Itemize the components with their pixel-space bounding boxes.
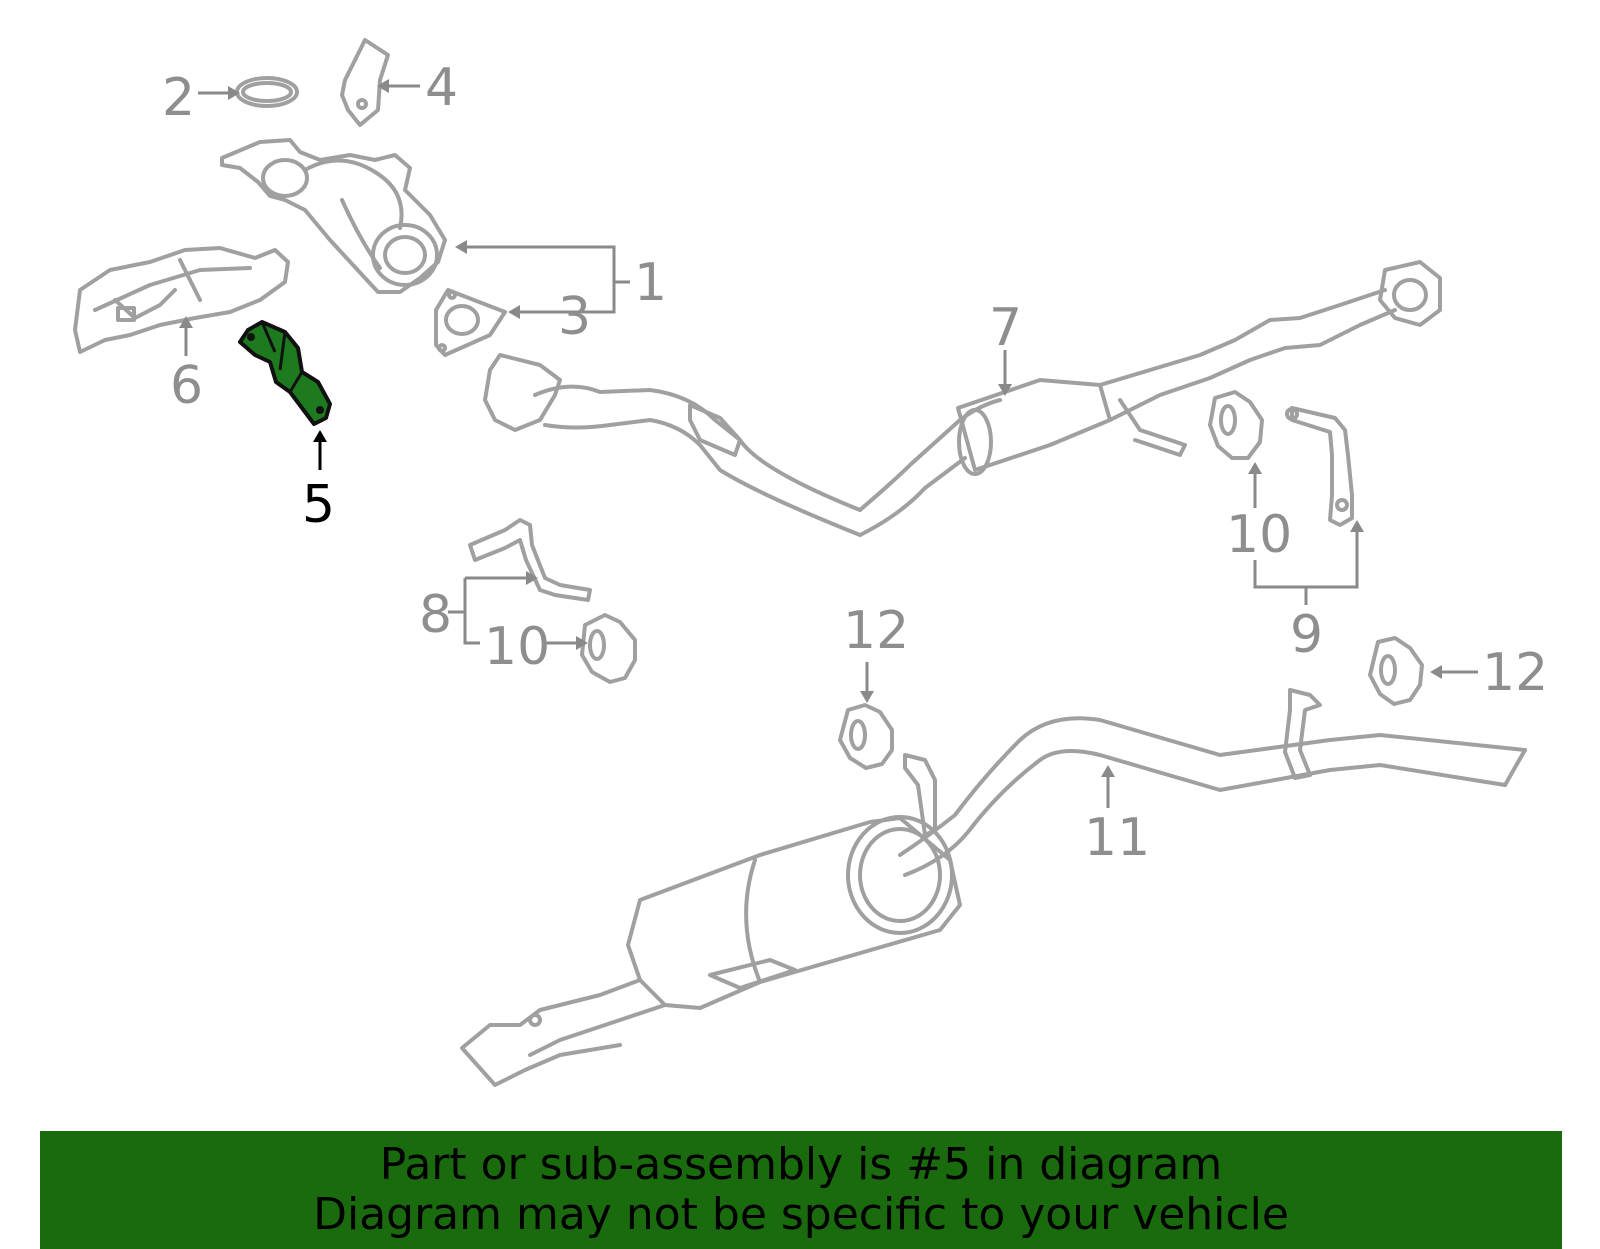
callout-10-left: 10: [484, 617, 550, 677]
part-9-hanger[interactable]: [1285, 406, 1354, 527]
part-2-gasket[interactable]: [235, 76, 299, 108]
callout-5: 5: [302, 475, 335, 535]
callout-10-right: 10: [1226, 505, 1292, 565]
part-1-catalytic-converter[interactable]: [220, 138, 447, 294]
banner-line-2: Diagram may not be specific to your vehi…: [313, 1189, 1289, 1240]
callout-12-center: 12: [843, 601, 909, 661]
part-10-isolator-right[interactable]: [1208, 390, 1264, 460]
callout-2: 2: [162, 68, 195, 128]
callout-12-right: 12: [1482, 643, 1548, 703]
part-12-isolator-right[interactable]: [1368, 636, 1424, 706]
part-3-flange-gasket[interactable]: [434, 288, 507, 357]
callout-1: 1: [634, 253, 667, 313]
part-10-isolator-left[interactable]: [580, 613, 637, 684]
part-8-hanger-bracket[interactable]: [468, 518, 592, 602]
callout-7: 7: [989, 298, 1022, 358]
info-banner: Part or sub-assembly is #5 in diagram Di…: [40, 1131, 1562, 1249]
part-6-heat-shield[interactable]: [73, 246, 290, 354]
callout-3: 3: [558, 287, 591, 347]
part-4-bracket[interactable]: [340, 38, 390, 127]
callout-6: 6: [170, 356, 203, 416]
part-7-front-exhaust-pipe[interactable]: [483, 260, 1442, 537]
callout-11: 11: [1084, 808, 1150, 868]
leader-lines: [179, 79, 1478, 808]
part-11-muffler-tailpipe[interactable]: [460, 688, 1527, 1087]
callout-4: 4: [425, 58, 458, 118]
part-12-isolator-center[interactable]: [838, 703, 894, 770]
banner-line-1: Part or sub-assembly is #5 in diagram: [379, 1139, 1223, 1190]
exhaust-parts-diagram: 2 4 1 3 6 5 7 8 10 10 9 12 12 11: [73, 38, 1548, 1087]
part-5-bracket-highlighted[interactable]: [238, 320, 332, 426]
callout-9: 9: [1290, 605, 1323, 665]
callout-8: 8: [419, 585, 452, 645]
